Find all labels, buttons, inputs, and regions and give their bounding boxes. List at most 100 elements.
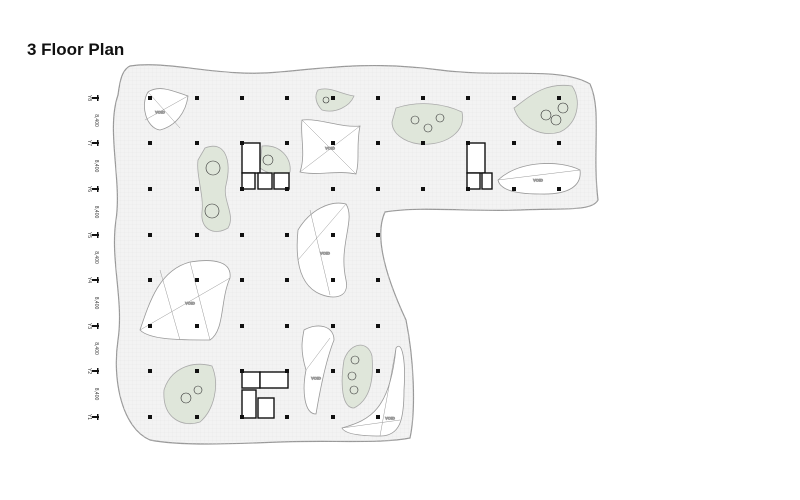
structural-column (557, 187, 561, 191)
structural-column (376, 369, 380, 373)
tree-icon (322, 96, 330, 104)
void-opening: VOID (497, 163, 581, 195)
structural-column (240, 233, 244, 237)
structural-column (421, 96, 425, 100)
tree-icon (410, 115, 420, 125)
void-label: VOID (533, 178, 543, 183)
structural-column (376, 415, 380, 419)
void-label: VOID (385, 416, 395, 421)
structural-column (240, 141, 244, 145)
structural-column (376, 278, 380, 282)
void-opening: VOID (299, 119, 361, 175)
structural-column (285, 187, 289, 191)
structural-column (557, 96, 561, 100)
structural-column (148, 187, 152, 191)
structural-column (331, 324, 335, 328)
structural-column (285, 369, 289, 373)
tree-icon (204, 203, 220, 219)
axis-label: Y8 (86, 95, 92, 101)
structural-column (421, 141, 425, 145)
structural-column (376, 141, 380, 145)
tree-icon (347, 371, 357, 381)
structural-column (285, 96, 289, 100)
tree-icon (557, 102, 569, 114)
structural-column (285, 233, 289, 237)
axis-label: Y4 (86, 277, 92, 283)
tree-icon (435, 113, 445, 123)
void-label: VOID (185, 301, 195, 306)
structural-column (466, 187, 470, 191)
structural-column (331, 141, 335, 145)
structural-column (240, 369, 244, 373)
structural-column (195, 141, 199, 145)
garden-planter (163, 363, 216, 425)
grid-axis-marker: Y4 (86, 277, 99, 283)
grid-axis-marker: Y7 (86, 140, 99, 146)
structural-column (512, 96, 516, 100)
structural-column (331, 187, 335, 191)
tree-icon (423, 123, 433, 133)
plan-title: 3 Floor Plan (27, 40, 125, 59)
structural-column (195, 187, 199, 191)
axis-spacing-label: 8,400 (93, 160, 99, 173)
garden-planter (197, 145, 231, 232)
grid-axis-marker: Y8 (86, 95, 99, 101)
garden-planter (341, 344, 373, 409)
tree-icon (180, 392, 192, 404)
structural-column (331, 96, 335, 100)
structural-column (331, 369, 335, 373)
structural-column (285, 415, 289, 419)
structural-column (512, 141, 516, 145)
structural-column (195, 96, 199, 100)
structural-column (148, 278, 152, 282)
void-label: VOID (311, 376, 321, 381)
garden-planter (259, 145, 291, 176)
structural-column (240, 324, 244, 328)
structural-column (285, 141, 289, 145)
structural-column (240, 96, 244, 100)
structural-column (148, 415, 152, 419)
stair-core (241, 142, 290, 190)
void-opening: VOID (139, 260, 231, 341)
structural-column (148, 96, 152, 100)
axis-label: Y7 (86, 140, 92, 146)
structural-column (195, 415, 199, 419)
structural-column (195, 278, 199, 282)
void-opening: VOID (341, 345, 405, 437)
axis-label: Y2 (86, 368, 92, 374)
void-label: VOID (320, 251, 330, 256)
axis-spacing-label: 8,400 (93, 388, 99, 401)
structural-column (421, 187, 425, 191)
tree-icon (350, 355, 360, 365)
tree-icon (205, 160, 221, 176)
tree-icon (193, 385, 203, 395)
structural-column (285, 278, 289, 282)
structural-column (195, 369, 199, 373)
structural-column (466, 141, 470, 145)
structural-column (376, 324, 380, 328)
structural-column (195, 324, 199, 328)
void-opening: VOID (144, 88, 189, 131)
structural-column (240, 415, 244, 419)
grid-axis-marker: Y6 (86, 186, 99, 192)
void-opening: VOID (296, 202, 350, 298)
axis-spacing-label: 8,400 (93, 297, 99, 310)
void-label: VOID (155, 110, 165, 115)
stair-core (241, 371, 289, 419)
tree-icon (262, 154, 274, 166)
axis-label: Y1 (86, 414, 92, 420)
void-opening: VOID (301, 325, 335, 415)
tree-icon (349, 385, 359, 395)
structural-column (331, 415, 335, 419)
structural-column (557, 141, 561, 145)
structural-column (148, 141, 152, 145)
axis-label: Y6 (86, 186, 92, 192)
structural-column (240, 278, 244, 282)
axis-spacing-label: 8,400 (93, 206, 99, 219)
grid-axis-marker: Y5 (86, 232, 99, 238)
axis-spacing-label: 8,400 (93, 342, 99, 355)
structural-column (195, 233, 199, 237)
structural-column (512, 187, 516, 191)
grid-axis-marker: Y1 (86, 414, 99, 420)
axis-label: Y5 (86, 232, 92, 238)
